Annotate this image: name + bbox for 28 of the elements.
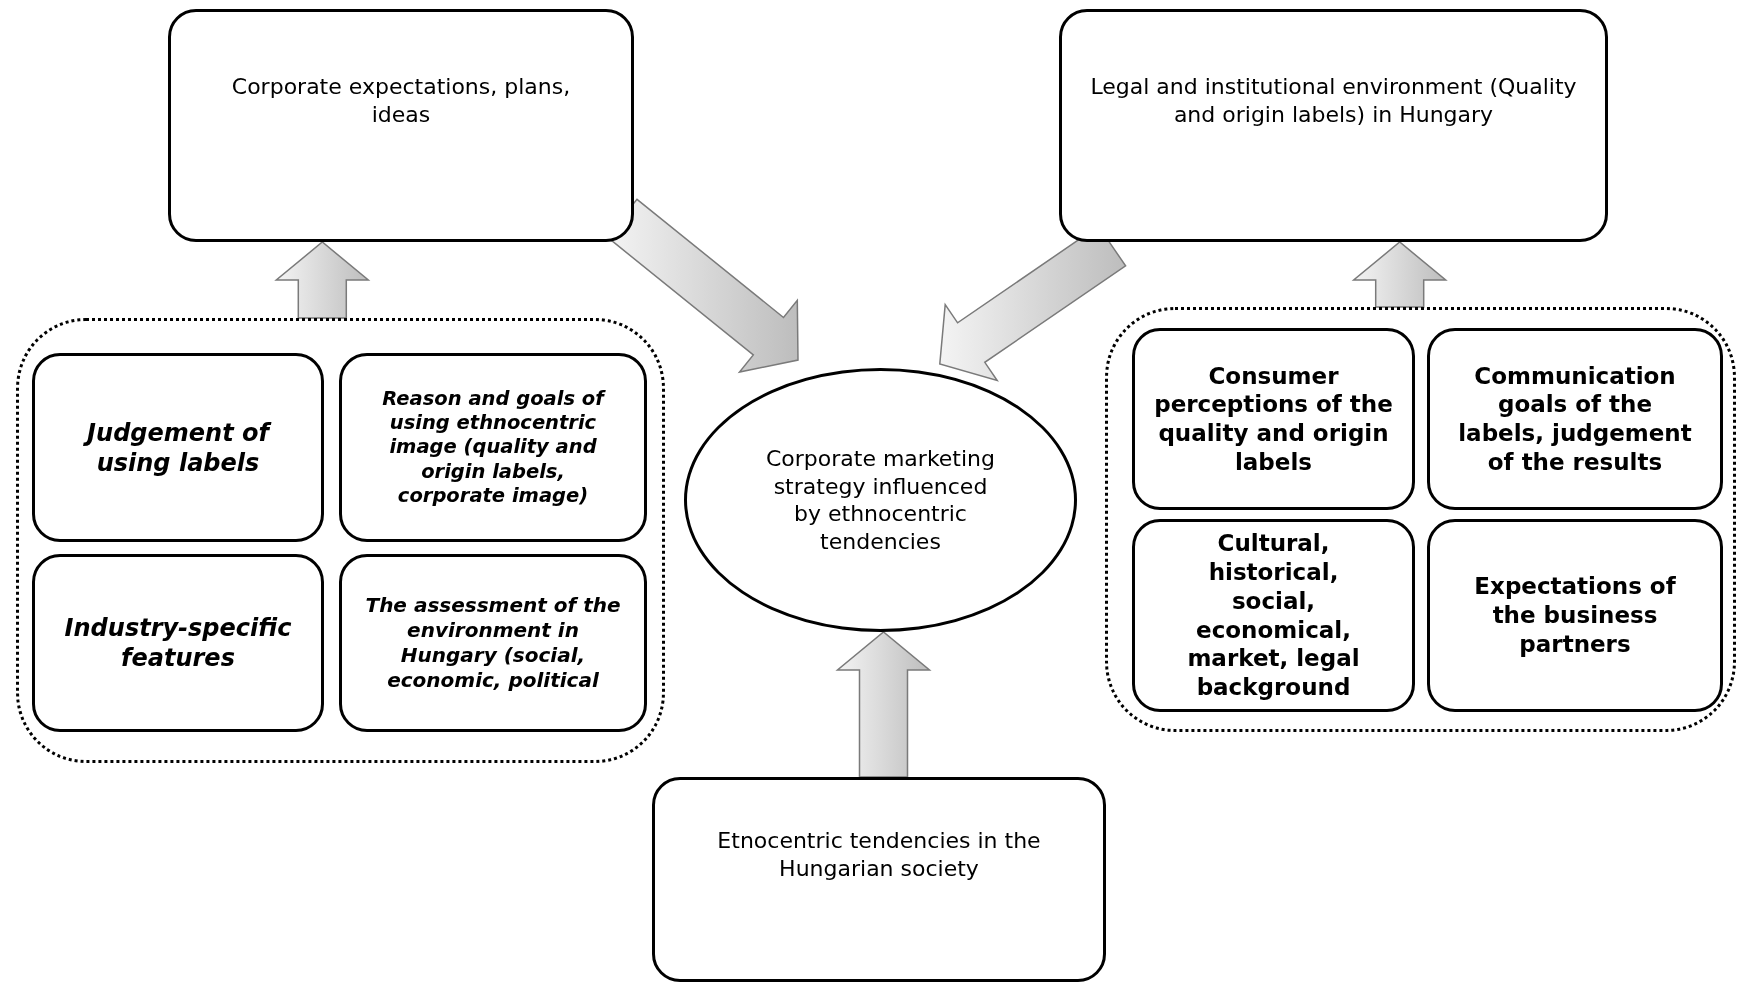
- factor-box: [339, 353, 647, 542]
- node-text: Consumer perceptions of the quality and origin labels: [1153, 361, 1394, 477]
- process-box: [652, 777, 1106, 982]
- node-text: Judgement of using labels: [65, 417, 291, 478]
- node-text: Corporate marketing strategy influenced by ethnocentric tendencies: [764, 445, 997, 555]
- process-box: [1059, 9, 1608, 242]
- node-text: Legal and institutional environment (Quality and origin labels) in Hungary: [1089, 73, 1578, 128]
- node-text: Etnocentric tendencies in the Hungarian society: [716, 827, 1042, 882]
- node-text: Communication goals of the labels, judgement of the results: [1457, 361, 1693, 477]
- node-text: Industry-specific features: [63, 613, 293, 673]
- dotted-group-frame: [1105, 307, 1736, 732]
- node-text: Cultural, historical, social, economical, market, legal background: [1186, 529, 1361, 702]
- node-text: The assessment of the environment in Hungary (social, economic, political: [364, 593, 622, 693]
- factor-box: [32, 554, 324, 732]
- block-arrow: [1351, 241, 1448, 308]
- factor-box: [1427, 328, 1723, 510]
- block-arrow: [835, 631, 932, 778]
- process-box: [168, 9, 634, 242]
- node-text: Corporate expectations, plans, ideas: [230, 73, 572, 128]
- node-text: Expectations of the business partners: [1473, 572, 1677, 659]
- dotted-group-frame: [16, 318, 665, 763]
- node-text: Reason and goals of using ethnocentric image (quality and origin labels, corporate image): [381, 386, 607, 509]
- factor-box: [32, 353, 324, 542]
- factor-box: [1132, 519, 1415, 712]
- factor-box: [339, 554, 647, 732]
- block-arrow: [274, 241, 371, 319]
- factor-box: [1132, 328, 1415, 510]
- factor-box: [1427, 519, 1723, 712]
